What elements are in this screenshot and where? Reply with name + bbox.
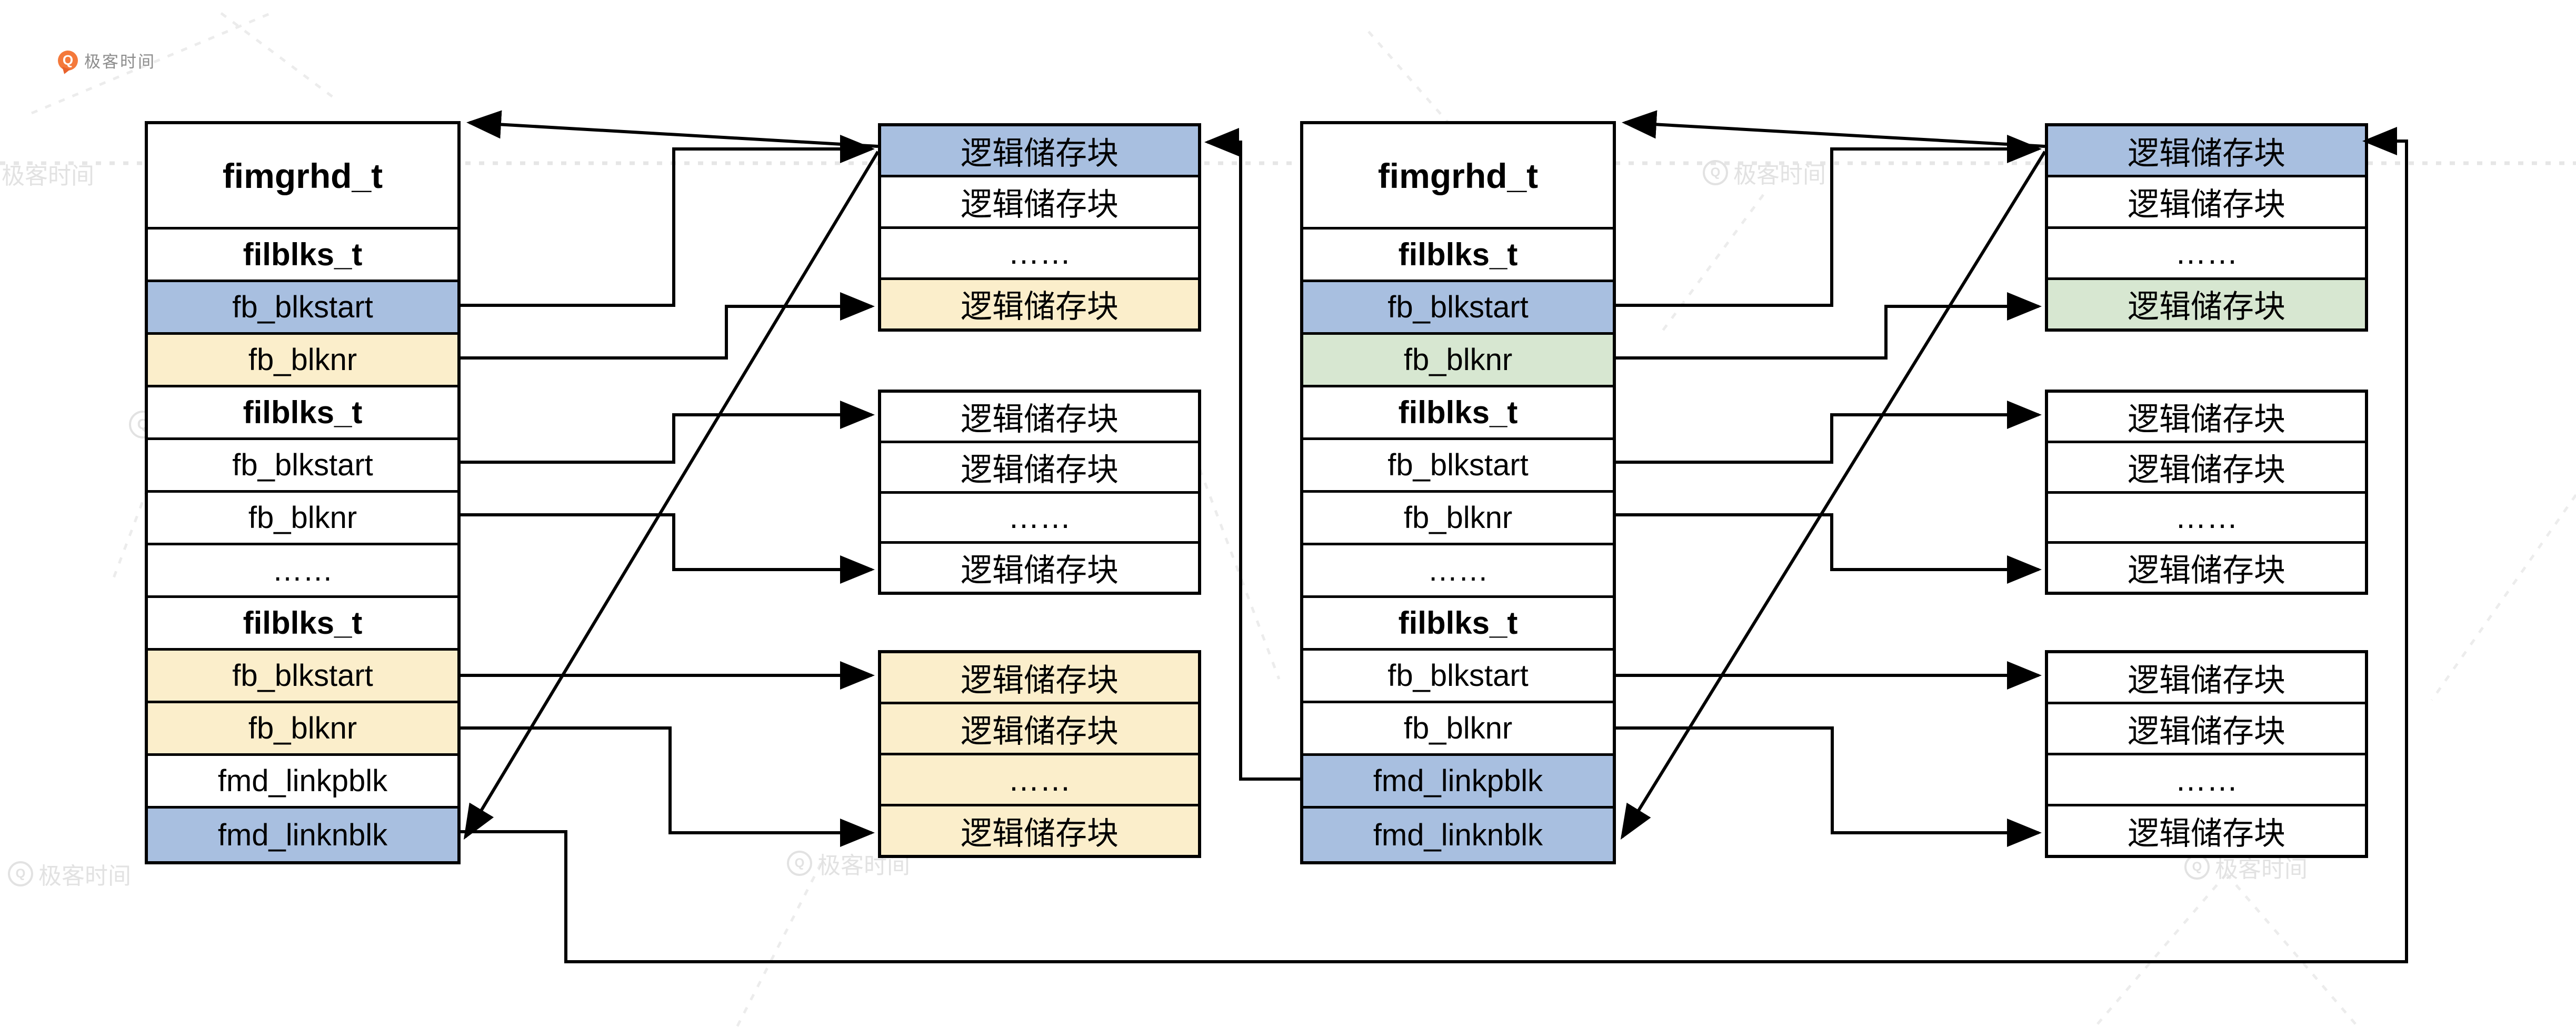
cell-fb_blkstart: fb_blkstart (148, 440, 457, 493)
block-cell-storage: 逻辑储存块 (881, 704, 1198, 755)
block-cell-storage: 逻辑储存块 (881, 806, 1198, 855)
block-group-1: 逻辑储存块逻辑储存块……逻辑储存块 (878, 123, 1201, 332)
cell-filblks_t: filblks_t (148, 230, 457, 282)
dashed-guide-line (2430, 494, 2576, 701)
block-group-2: 逻辑储存块逻辑储存块……逻辑储存块 (2045, 390, 2368, 595)
block-group-3: 逻辑储存块逻辑储存块……逻辑储存块 (878, 650, 1201, 858)
block-cell-storage: 逻辑储存块 (2048, 177, 2365, 229)
arrow-f2-blknr3-to-block (1616, 726, 2042, 847)
watermark-text: 极客时间 (1733, 162, 1826, 188)
arrow-block-to-f1-linknblk (463, 151, 880, 840)
block-group-3: 逻辑储存块逻辑储存块……逻辑储存块 (2045, 650, 2368, 858)
cell-fb_blknr: fb_blknr (148, 493, 457, 545)
block-cell-ellipsis: …… (881, 493, 1198, 544)
cell-fmd_linkpblk: fmd_linkpblk (148, 756, 457, 809)
block-cell-ellipsis: …… (2048, 755, 2365, 806)
cell-fb_blknr: fb_blknr (1303, 703, 1613, 756)
dashed-guide-line (2225, 873, 2359, 1027)
block-cell-storage: 逻辑储存块 (2048, 126, 2365, 178)
arrow-f1-blkstart2-to-block (461, 401, 875, 464)
cell-fmd_linknblk: fmd_linknblk (148, 809, 457, 861)
block-cell-ellipsis: …… (2048, 228, 2365, 280)
cell-fb_blkstart: fb_blkstart (1303, 282, 1613, 335)
block-cell-storage: 逻辑储存块 (881, 280, 1198, 328)
arrow-f2-blknr2-to-block (1616, 513, 2042, 584)
block-cell-ellipsis: …… (881, 755, 1198, 806)
arrow-f1-blkstart1-to-block (461, 135, 875, 307)
block-cell-storage: 逻辑储存块 (2048, 544, 2365, 592)
dashed-guide-line (735, 862, 823, 1027)
cell-fmd_linknblk: fmd_linknblk (1303, 809, 1613, 861)
cell-fb_blknr: fb_blknr (1303, 335, 1613, 387)
block-cell-storage: 逻辑储存块 (881, 653, 1198, 704)
dashed-guide-line (1656, 194, 1765, 338)
arrow-f1-blknr3-to-block (461, 726, 875, 847)
cell-fb_blkstart: fb_blkstart (1303, 651, 1613, 703)
block-cell-storage: 逻辑储存块 (881, 443, 1198, 494)
cell-fb_blkstart: fb_blkstart (148, 651, 457, 703)
cell-fmd_linkpblk: fmd_linkpblk (1303, 756, 1613, 809)
cell-fb_blknr: fb_blknr (1303, 493, 1613, 545)
cell-filblks_t: filblks_t (1303, 598, 1613, 651)
watermark-text: 极客时间 (2, 163, 94, 189)
cell-fb_blkstart: fb_blkstart (148, 282, 457, 335)
block-cell-ellipsis: …… (881, 228, 1198, 280)
cell-filblks_t: filblks_t (148, 387, 457, 440)
arrow-f2-blknr1-to-block (1616, 292, 2042, 360)
watermark-icon: Q (1703, 160, 1728, 185)
cell-: …… (1303, 545, 1613, 598)
block-cell-storage: 逻辑储存块 (881, 393, 1198, 443)
arrow-f1-linknblk-to-f2-block (461, 127, 2408, 963)
watermark-text: 极客时间 (2215, 856, 2308, 882)
geektime-logo-icon: Q (58, 50, 78, 71)
watermark-icon: Q (787, 851, 812, 876)
arrow-block-to-f2-header (1622, 110, 2045, 148)
arrow-f2-linkpblk-to-f1-block (1204, 128, 1300, 781)
cell-header-fimgrhd_t: fimgrhd_t (148, 124, 457, 230)
block-group-1: 逻辑储存块逻辑储存块……逻辑储存块 (2045, 123, 2368, 332)
block-cell-ellipsis: …… (2048, 493, 2365, 544)
dashed-guide-line (220, 12, 338, 101)
block-cell-storage: 逻辑储存块 (2048, 280, 2365, 328)
cell-filblks_t: filblks_t (1303, 387, 1613, 440)
cell-filblks_t: filblks_t (148, 598, 457, 651)
cell-fb_blknr: fb_blknr (148, 335, 457, 387)
arrow-f1-blknr2-to-block (461, 513, 875, 584)
cell-filblks_t: filblks_t (1303, 230, 1613, 282)
brand-logo-text: 极客时间 (84, 53, 156, 71)
arrow-f1-blknr1-to-block (461, 292, 875, 360)
block-cell-storage: 逻辑储存块 (2048, 806, 2365, 855)
block-cell-storage: 逻辑储存块 (881, 126, 1198, 178)
arrow-block-to-f1-header (466, 110, 878, 148)
block-group-2: 逻辑储存块逻辑储存块……逻辑储存块 (878, 390, 1201, 595)
block-cell-storage: 逻辑储存块 (2048, 393, 2365, 443)
block-cell-storage: 逻辑储存块 (881, 544, 1198, 592)
cell-fb_blknr: fb_blknr (148, 703, 457, 756)
cell-: …… (148, 545, 457, 598)
block-cell-storage: 逻辑储存块 (2048, 704, 2365, 755)
cell-header-fimgrhd_t: fimgrhd_t (1303, 124, 1613, 230)
block-cell-storage: 逻辑储存块 (881, 177, 1198, 229)
cell-fb_blkstart: fb_blkstart (1303, 440, 1613, 493)
brand-logo: Q 极客时间 (58, 48, 156, 72)
watermark-text: 极客时间 (38, 863, 131, 889)
block-cell-storage: 逻辑储存块 (2048, 443, 2365, 494)
arrow-block-to-f2-linknblk (1620, 151, 2046, 840)
watermark-icon: Q (8, 861, 33, 886)
arrow-f2-blkstart1-to-block (1616, 135, 2042, 307)
block-cell-storage: 逻辑储存块 (2048, 653, 2365, 704)
dashed-guide-line (2094, 873, 2228, 1027)
arrow-f2-blkstart2-to-block (1616, 401, 2042, 464)
